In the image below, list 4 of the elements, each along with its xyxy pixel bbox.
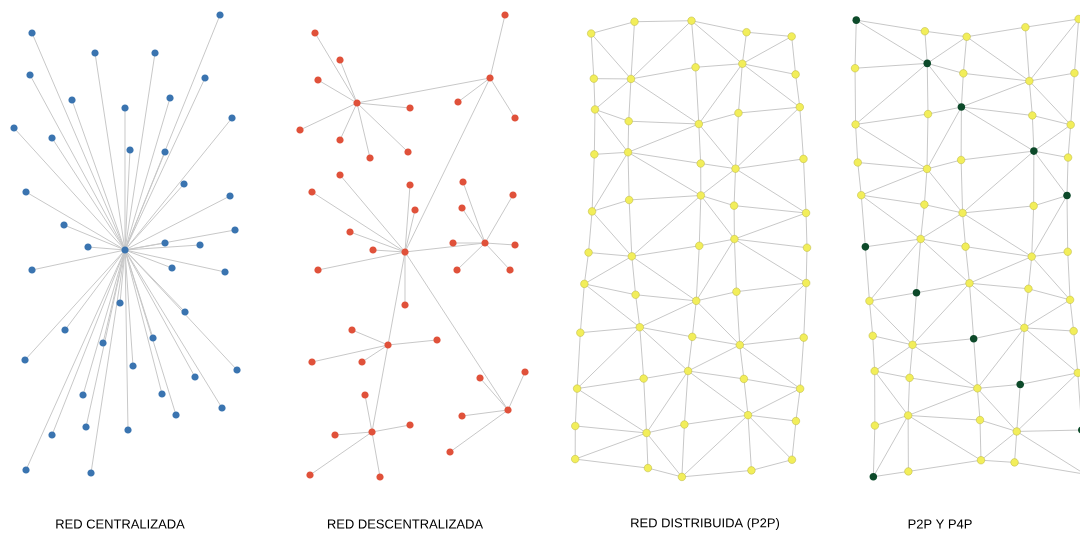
caption: RED DESCENTRALIZADA: [328, 519, 484, 529]
caption: RED DISTRIBUIDA (P2P): [631, 517, 780, 531]
caption: RED CENTRALIZADA: [56, 519, 185, 529]
caption: P2P Y P4P: [908, 519, 972, 529]
